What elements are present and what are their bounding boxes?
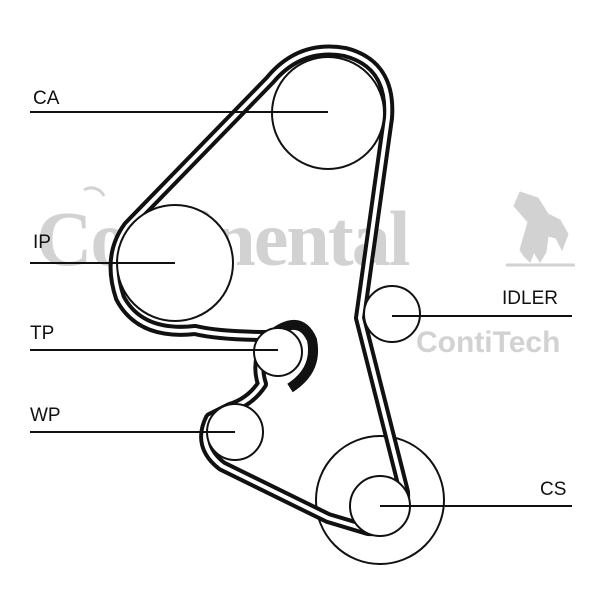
label-wp: WP	[30, 405, 61, 426]
label-idler: IDLER	[502, 288, 558, 309]
label-cs: CS	[540, 479, 566, 500]
horse-logo-icon	[506, 191, 575, 267]
label-ca: CA	[33, 88, 60, 109]
label-tp: TP	[30, 323, 54, 344]
idler-pulley	[363, 285, 421, 343]
label-ip: IP	[33, 232, 51, 253]
watermark-subbrand-text: ContiTech	[416, 326, 560, 359]
tp-pulley	[253, 327, 303, 377]
trademark-arc-icon	[83, 186, 106, 197]
